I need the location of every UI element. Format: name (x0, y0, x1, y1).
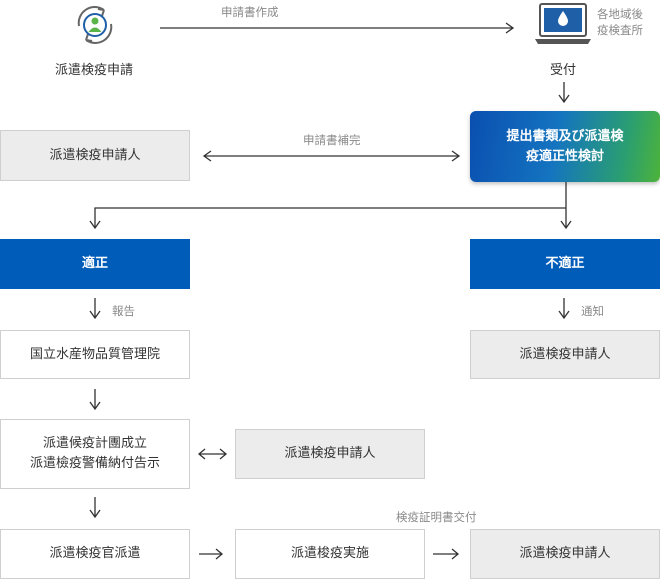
branch-arrows (89, 182, 572, 230)
dispatch-officer-box: 派遣検疫官派遣 (0, 529, 190, 579)
reception-icon-label: 受付 (550, 63, 577, 78)
arrow-down-notify (558, 298, 570, 320)
notify-label: 通知 (581, 304, 604, 318)
applicant-icon-label: 派遣検疫申請 (55, 63, 134, 78)
arrow-down-plan (89, 497, 101, 519)
inspection-plan-box: 派遣候疫計團成立 派遣檢疫警備納付告示 (0, 419, 190, 489)
supplement-application-label: 申請書補完 (303, 133, 361, 147)
applicant-left-box: 派遣検疫申請人 (0, 130, 190, 181)
appropriate-box: 適正 (0, 239, 190, 289)
niqs-box: 国立水産物品質管理院 (0, 330, 190, 379)
reception-office-label: 各地域後 疫検査所 (597, 7, 643, 37)
laptop-droplet-icon (535, 3, 591, 44)
report-label: 報告 (112, 304, 135, 318)
applicant-right-box: 派遣検疫申請人 (470, 330, 660, 379)
applicant-final-box: 派遣検疫申請人 (470, 529, 660, 579)
arrow-right-dispatch (199, 548, 224, 560)
arrow-double-plan (197, 448, 228, 460)
inspection-box: 派遣梭疫実施 (235, 529, 425, 579)
arrow-right-write (160, 22, 515, 34)
arrow-down-niqs (89, 389, 101, 411)
person-cycle-icon (77, 6, 113, 44)
applicant-center-box: 派遣検疫申請人 (235, 429, 425, 479)
document-review-box: 提出書類及び派遣検 疫適正性検討 (470, 111, 660, 182)
arrow-down-reception (558, 82, 570, 104)
issue-certificate-label: 検疫証明書交付 (396, 510, 477, 524)
inappropriate-box: 不適正 (470, 239, 660, 289)
arrow-down-report (89, 298, 101, 320)
arrow-double-supplement (202, 150, 461, 162)
arrow-right-certificate (433, 548, 460, 560)
write-application-label: 申請書作成 (221, 5, 279, 19)
